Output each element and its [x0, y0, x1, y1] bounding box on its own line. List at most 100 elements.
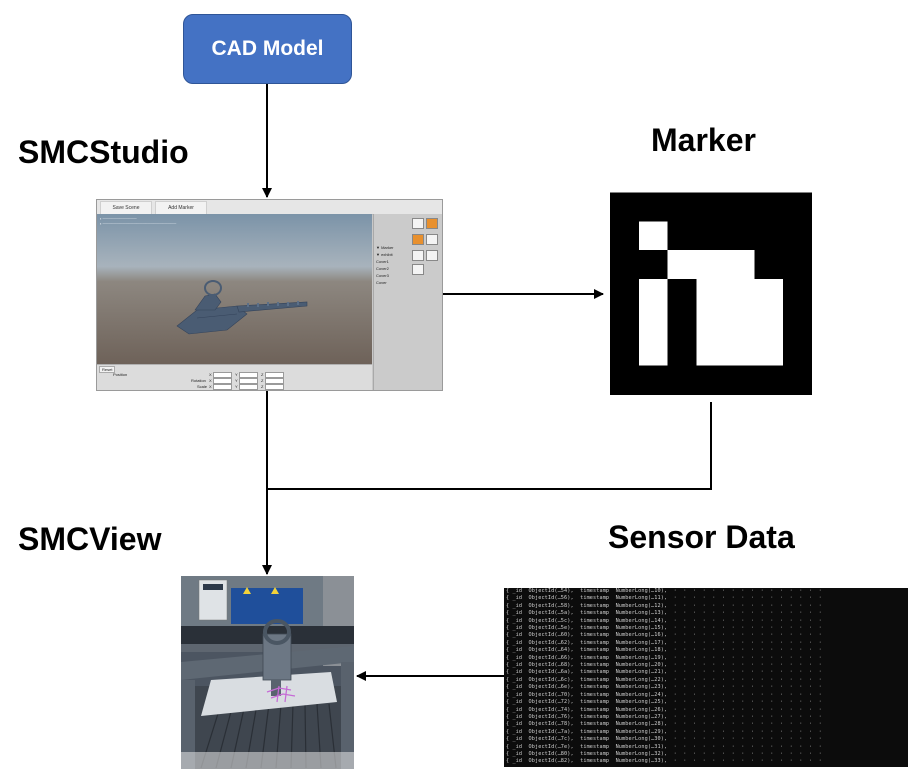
marker-cell — [725, 365, 755, 395]
rotation-label: Rotation — [191, 378, 206, 383]
marker-cell — [610, 336, 640, 367]
marker-image — [610, 192, 812, 395]
terminal-line: { _id ObjectId(…5c), timestamp NumberLon… — [506, 617, 822, 624]
marker-cell — [783, 365, 812, 395]
terminal-line: { _id ObjectId(…7c), timestamp NumberLon… — [506, 736, 822, 743]
terminal-line: { _id ObjectId(…82), timestamp NumberLon… — [506, 758, 822, 765]
smcstudio-label: SMCStudio — [18, 134, 189, 170]
marker-cell — [638, 336, 669, 367]
terminal-line: { _id ObjectId(…7a), timestamp NumberLon… — [506, 728, 822, 735]
marker-cell — [696, 250, 727, 280]
marker-cell — [667, 307, 698, 338]
terminal-line: { _id ObjectId(…6c), timestamp NumberLon… — [506, 676, 822, 683]
cad-3d-model — [176, 280, 308, 335]
marker-cell — [783, 192, 812, 222]
marker-cell — [783, 307, 812, 338]
marker-cell — [783, 336, 812, 367]
position-label: Position — [113, 372, 128, 377]
marker-cell — [725, 336, 755, 367]
terminal-line: { _id ObjectId(…6a), timestamp NumberLon… — [506, 669, 822, 676]
marker-cell — [754, 336, 784, 367]
marker-cell — [667, 192, 698, 222]
tree-item[interactable]: ▼ Marker — [376, 245, 394, 250]
marker-cell — [610, 250, 640, 280]
scale-y-field[interactable] — [239, 384, 258, 390]
cube-orange-icon[interactable] — [426, 218, 438, 229]
terminal-line: { _id ObjectId(…78), timestamp NumberLon… — [506, 721, 822, 728]
terminal-line: { _id ObjectId(…68), timestamp NumberLon… — [506, 662, 822, 669]
marker-cell — [754, 365, 784, 395]
terminal-line: { _id ObjectId(…56), timestamp NumberLon… — [506, 595, 822, 602]
marker-cell — [696, 307, 727, 338]
scale-z-field[interactable] — [265, 384, 284, 390]
marker-cell — [783, 221, 812, 251]
sensor-data-label: Sensor Data — [608, 519, 795, 555]
position-y-field[interactable] — [239, 372, 258, 378]
position-x-field[interactable] — [213, 372, 232, 378]
tree-item[interactable]: Cover3 — [376, 273, 389, 278]
cube-orange-icon-2[interactable] — [412, 234, 424, 245]
smcview-ar-photo — [181, 576, 354, 769]
transform-panel: Reset Position Rotation Scale X Y Z X Y … — [97, 364, 372, 390]
terminal-line: { _id ObjectId(…64), timestamp NumberLon… — [506, 647, 822, 654]
marker-cell — [638, 279, 669, 309]
line-marker-to-join — [268, 402, 712, 490]
marker-cell — [610, 365, 640, 395]
marker-cell — [696, 279, 727, 309]
terminal-line: { _id ObjectId(…5a), timestamp NumberLon… — [506, 610, 822, 617]
terminal-line: { _id ObjectId(…54), timestamp NumberLon… — [506, 588, 822, 594]
terminal-line: { _id ObjectId(…5e), timestamp NumberLon… — [506, 625, 822, 632]
marker-cell — [696, 192, 727, 222]
marker-cell — [667, 365, 698, 395]
sensor-data-terminal: { _id ObjectId(…54), timestamp NumberLon… — [504, 588, 908, 767]
axis-x-label: X — [209, 372, 212, 377]
rotation-x-field[interactable] — [213, 378, 232, 384]
axis-y-label: Y — [235, 384, 238, 389]
marker-cell — [725, 221, 755, 251]
marker-label: Marker — [651, 122, 756, 158]
scene-viewport[interactable]: ▪ ────────────▪ ────────────────────────… — [97, 214, 372, 364]
document-icon-2[interactable] — [412, 250, 424, 261]
hierarchy-tree: ▼ Marker ▼ exhibit Cover1 Cover2 Cover3 … — [376, 244, 394, 286]
axis-z-label: Z — [261, 372, 264, 377]
hierarchy-panel: ▼ Marker ▼ exhibit Cover1 Cover2 Cover3 … — [373, 214, 442, 390]
terminal-line: { _id ObjectId(…66), timestamp NumberLon… — [506, 654, 822, 661]
tree-item[interactable]: Cover — [376, 280, 387, 285]
marker-cell — [754, 279, 784, 309]
tree-item[interactable]: Cover2 — [376, 266, 389, 271]
terminal-line: { _id ObjectId(…70), timestamp NumberLon… — [506, 691, 822, 698]
axis-x-label: X — [209, 378, 212, 383]
smcview-label: SMCView — [18, 521, 162, 557]
save-scene-button[interactable]: Save Scene — [100, 201, 152, 215]
marker-cell — [667, 221, 698, 251]
terminal-line: { _id ObjectId(…7e), timestamp NumberLon… — [506, 743, 822, 750]
terminal-line: { _id ObjectId(…74), timestamp NumberLon… — [506, 706, 822, 713]
marker-cell — [610, 307, 640, 338]
marker-cell — [667, 250, 698, 280]
axis-y-label: Y — [235, 378, 238, 383]
marker-cell — [754, 250, 784, 280]
document-icon-4[interactable] — [412, 264, 424, 275]
terminal-lines: { _id ObjectId(…54), timestamp NumberLon… — [504, 588, 908, 766]
document-icon[interactable] — [426, 234, 438, 245]
marker-cell — [696, 365, 727, 395]
back-arrow-icon[interactable] — [412, 218, 424, 229]
tree-item[interactable]: Cover1 — [376, 259, 389, 264]
terminal-line: { _id ObjectId(…76), timestamp NumberLon… — [506, 713, 822, 720]
position-z-field[interactable] — [265, 372, 284, 378]
axis-z-label: Z — [261, 378, 264, 383]
marker-cell — [638, 307, 669, 338]
marker-cell — [610, 279, 640, 309]
terminal-line: { _id ObjectId(…60), timestamp NumberLon… — [506, 632, 822, 639]
reset-button[interactable]: Reset — [99, 366, 116, 373]
rotation-y-field[interactable] — [239, 378, 258, 384]
tree-item[interactable]: ▼ exhibit — [376, 252, 393, 257]
document-icon-3[interactable] — [426, 250, 438, 261]
rotation-z-field[interactable] — [265, 378, 284, 384]
scale-label: Scale — [197, 384, 208, 389]
add-marker-button[interactable]: Add Marker — [155, 201, 207, 215]
scale-x-field[interactable] — [213, 384, 232, 390]
marker-cell — [638, 250, 669, 280]
marker-cell — [725, 192, 755, 222]
